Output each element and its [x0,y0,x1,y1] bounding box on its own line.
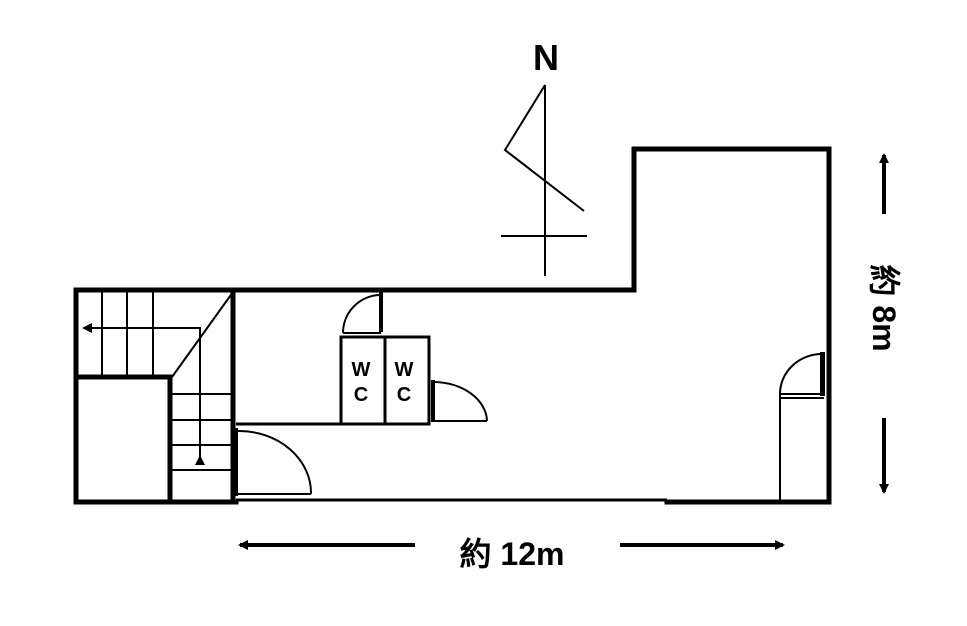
door-wc-right [431,380,488,422]
door-leaf [820,352,825,396]
north-label: N [533,37,559,78]
wc-left-label-bottom: C [354,384,368,406]
door-leaf [233,428,238,496]
height-label: 約 8m [866,264,902,351]
outer-walls [73,146,832,505]
height-dimension: 約 8m [866,153,902,494]
door-swing-arc [779,353,823,395]
wc-right-label-bottom: C [397,384,411,406]
wc-right [383,335,431,426]
compass-north: N [501,37,587,276]
door-swing-arc [237,429,313,495]
width-label: 約 12m [460,536,565,572]
door-swing-arc [432,381,488,422]
door-leaf [379,292,383,332]
door-swing-arc [342,294,382,334]
stair-diagonal [171,291,234,378]
staircase [82,291,234,471]
compass-needle [503,84,585,212]
building-outline [230,146,832,505]
wc-right-label-top: W [395,359,414,381]
stair-direction-arrow [82,323,205,465]
door-entrance [233,428,313,496]
wc-block: W C W C [339,335,431,426]
wc-left-label-top: W [352,359,371,381]
width-dimension: 約 12m [238,536,785,572]
door-wc-upper [342,292,383,334]
door-leaf [431,380,435,422]
storage-room [73,374,173,505]
door-right-room [779,352,825,500]
